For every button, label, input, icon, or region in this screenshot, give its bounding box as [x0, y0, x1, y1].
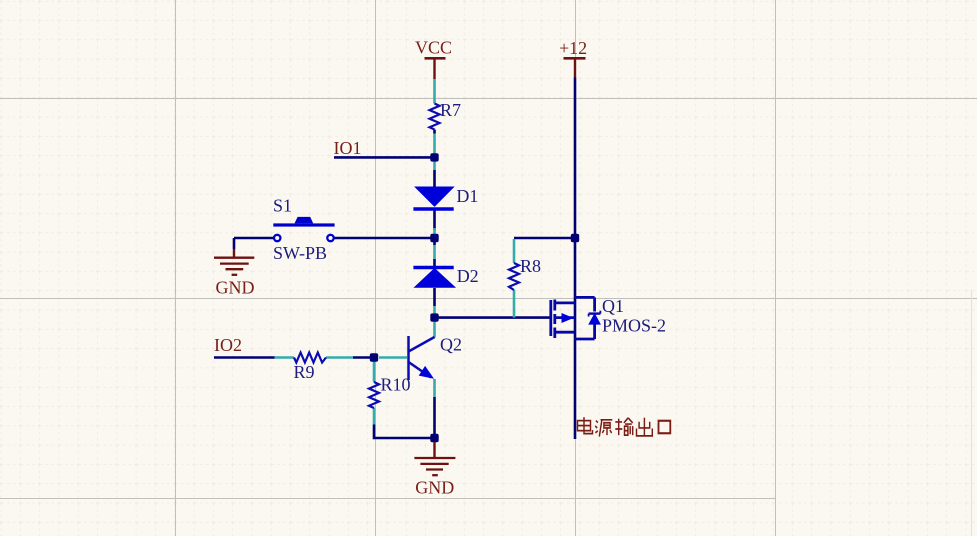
- svg-text:GND: GND: [216, 277, 255, 297]
- svg-text:VCC: VCC: [415, 37, 452, 57]
- svg-text:D2: D2: [457, 266, 479, 286]
- svg-text:S1: S1: [273, 196, 292, 216]
- svg-text:Q2: Q2: [440, 335, 462, 355]
- svg-text:D1: D1: [456, 186, 478, 206]
- svg-text:+12: +12: [559, 38, 587, 58]
- svg-text:R10: R10: [381, 375, 411, 395]
- svg-text:R7: R7: [440, 100, 461, 120]
- svg-text:PMOS-2: PMOS-2: [602, 316, 666, 336]
- svg-text:Q1: Q1: [602, 296, 624, 316]
- svg-text:R8: R8: [520, 256, 541, 276]
- svg-text:GND: GND: [415, 477, 454, 497]
- svg-text:IO1: IO1: [334, 138, 362, 158]
- svg-text:IO2: IO2: [214, 335, 242, 355]
- svg-text:SW-PB: SW-PB: [273, 243, 327, 263]
- svg-text:R9: R9: [294, 362, 315, 382]
